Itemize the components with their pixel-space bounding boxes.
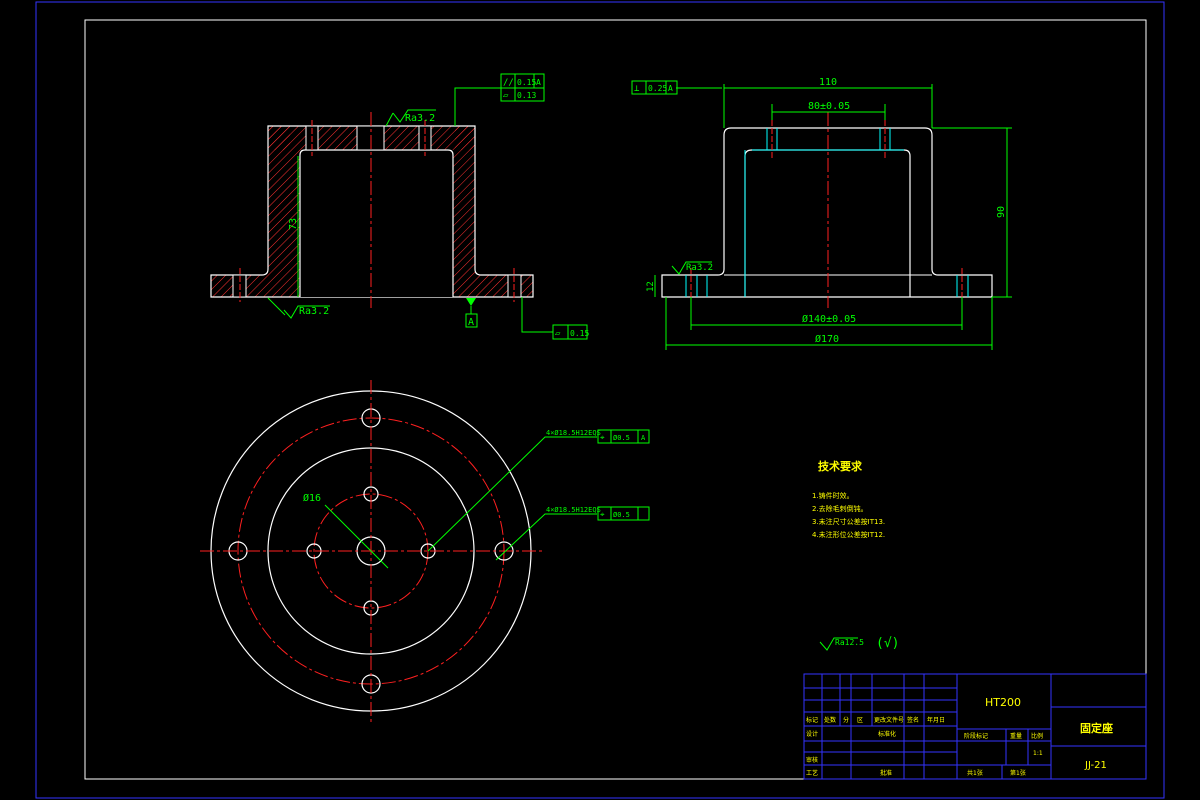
tb-drawing-number: JJ-21 (1084, 760, 1107, 771)
tol-frame-flatness (500, 87, 545, 102)
dim-text-80: 80±0.05 (808, 101, 850, 112)
callout-inner-tol-value: Ø0.5 (613, 511, 630, 519)
tb-scale-label: 比例 (1031, 732, 1043, 740)
finish-roughness-value: Ra12.5 (835, 638, 864, 647)
dim-text-12: 12 (646, 281, 656, 292)
front-tol-frame (631, 80, 678, 95)
section-outline (210, 125, 534, 298)
callout-outer-tol-frame (597, 429, 650, 444)
tol-frame-bottom-flatness (552, 324, 588, 340)
roughness-leader-bottom (267, 297, 286, 316)
callout-outer-tol-value: Ø0.5 (613, 434, 630, 442)
tb-stage-label: 阶段标记 (964, 732, 988, 740)
tech-req-item-2: 2.去除毛刺倒钝。 (812, 504, 868, 513)
dim-text-170: Ø170 (815, 333, 839, 345)
callout-inner-tol-symbol: ⌖ (600, 510, 605, 519)
callout-inner-leader (495, 513, 597, 561)
dim-text-110: 110 (819, 77, 837, 88)
tech-req-title: 技术要求 (818, 459, 863, 473)
roughness-symbol-bottom (283, 305, 330, 319)
tol-bottom-flat-value: 0.15 (570, 329, 589, 338)
tol-parallel-value: 0.15 (517, 78, 536, 87)
finish-roughness-other: (√) (876, 636, 899, 651)
roughness-leader-top (385, 112, 394, 127)
tb-header-5: 签名 (907, 716, 919, 724)
dim-text-90: 90 (996, 206, 1007, 218)
plan-view: Ø16 4×Ø18.5H12EQS ⌖ Ø0.5 A 4×Ø18.5H12EQS… (200, 380, 650, 722)
section-inner-cavity (299, 149, 454, 297)
tb-header-4: 更改文件号 (874, 716, 904, 724)
callout-outer-text: 4×Ø18.5H12EQS (546, 429, 601, 437)
roughness-symbol-top (392, 109, 436, 123)
plan-inner-circle (267, 447, 475, 655)
tb-header-3: 区 (857, 717, 863, 724)
finish-roughness-symbol (819, 637, 858, 651)
tb-row-design: 设计 (806, 730, 818, 738)
datum-triangle (466, 298, 476, 306)
tb-row-approve: 批准 (880, 769, 892, 777)
tech-requirements: 技术要求 1.铸件时效。 2.去除毛刺倒钝。 3.未注尺寸公差按IT13. 4.… (812, 459, 885, 539)
front-tol-symbol: ⊥ (634, 84, 640, 94)
tech-req-item-3: 3.未注尺寸公差按IT13. (812, 517, 885, 526)
tb-row-standard: 标准化 (878, 730, 896, 738)
tb-sheet-no: 第1张 (1010, 769, 1026, 777)
roughness-text-bottom: Ra3.2 (299, 306, 329, 317)
section-hatch-left (211, 126, 300, 297)
tol-leader-top (454, 87, 501, 126)
front-outline (661, 127, 993, 298)
tb-weight-label: 重量 (1010, 732, 1022, 740)
datum-label: A (468, 317, 474, 328)
callout-inner-text: 4×Ø18.5H12EQS (546, 506, 601, 514)
tb-row-process: 工艺 (806, 769, 818, 777)
tb-row-review: 审核 (806, 756, 818, 764)
tol-parallel-datum: A (536, 78, 541, 87)
front-tol-value: 0.25 (648, 84, 667, 93)
tb-scale-value: 1:1 (1033, 750, 1043, 757)
front-roughness-text: Ra3.2 (686, 263, 713, 273)
dim-text-73: 73 (288, 218, 299, 230)
tech-req-item-4: 4.未注形位公差按IT12. (812, 530, 885, 539)
front-view: 110 80±0.05 90 12 Ø140±0.05 Ø170 Ra3.2 ⊥… (631, 77, 1012, 350)
callout-inner-tol-frame (597, 506, 650, 521)
plan-center-leader (324, 504, 389, 569)
plan-center-hole-label: Ø16 (303, 492, 321, 504)
outer-sheet-border (35, 1, 1165, 799)
tb-header-0: 标记 (806, 716, 818, 724)
section-view: 73 Ra3.2 Ra3.2 A // 0.15 A ▱ 0.13 ▱ 0.15 (210, 73, 589, 340)
surface-finish-note: Ra12.5 (√) (819, 636, 899, 651)
datum-box (465, 313, 478, 328)
tol-bottom-flat-symbol: ▱ (555, 329, 561, 339)
tb-header-6: 年月日 (927, 716, 945, 724)
tb-sheets-total: 共1张 (967, 769, 983, 777)
front-hidden-inner (706, 150, 746, 297)
title-block-text: HT200 固定座 JJ-21 标记 处数 分 区 更改文件号 签名 年月日 设… (806, 696, 1113, 777)
dim-text-140: Ø140±0.05 (802, 313, 856, 325)
tb-part-name: 固定座 (1080, 721, 1113, 735)
section-hatch-right (453, 126, 533, 297)
tol-flat-value: 0.13 (517, 91, 536, 100)
tb-header-2: 分 (843, 716, 849, 724)
tb-header-1: 处数 (824, 716, 836, 724)
tech-req-item-1: 1.铸件时效。 (812, 491, 854, 500)
callout-outer-leader (427, 436, 597, 552)
roughness-text-top: Ra3.2 (405, 113, 435, 124)
inner-drawing-frame (84, 19, 1147, 780)
callout-outer-tol-symbol: ⌖ (600, 433, 605, 442)
tol-leader-bottom (521, 297, 553, 333)
tb-material: HT200 (985, 696, 1021, 709)
front-roughness-symbol (671, 261, 712, 275)
callout-outer-tol-datum: A (641, 434, 646, 442)
tol-parallel-symbol: // (503, 78, 514, 88)
tol-flat-symbol: ▱ (503, 91, 509, 101)
title-block (803, 673, 1147, 780)
front-tol-datum: A (668, 84, 673, 93)
